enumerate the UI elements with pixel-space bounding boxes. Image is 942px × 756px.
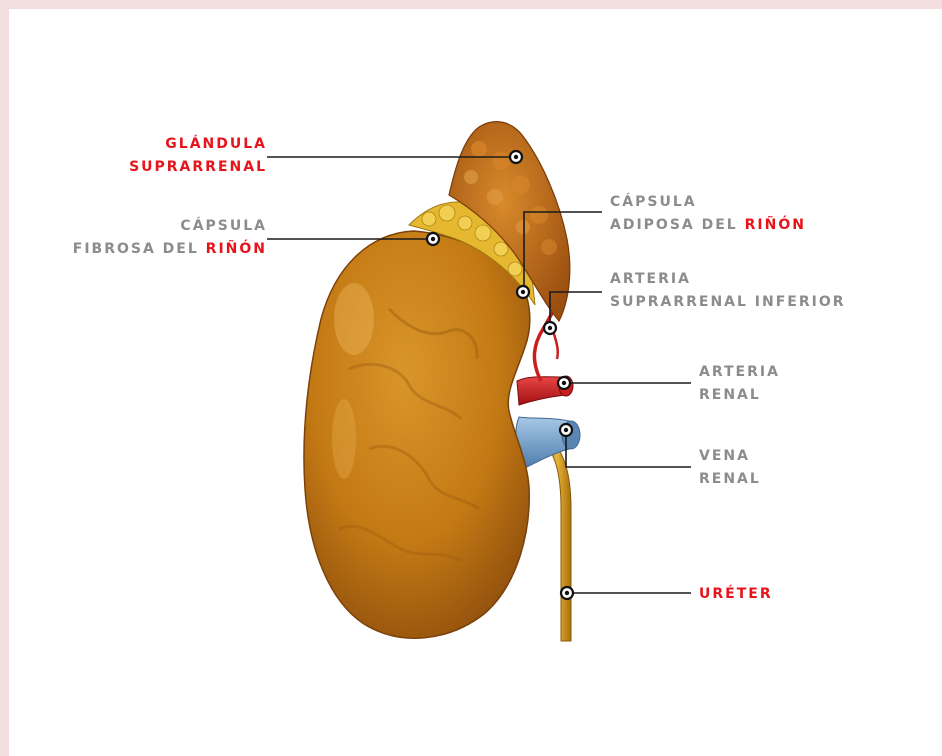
label-arteria-renal: ARTERIA RENAL [699, 361, 780, 407]
callout-dot-icon [558, 377, 570, 389]
label-capsula-fibrosa-line2: FIBROSA DEL RIÑÓN [73, 238, 267, 261]
callout-dot-icon [544, 322, 556, 334]
label-vena-renal: VENA RENAL [699, 445, 761, 491]
label-ureter-text: URÉTER [699, 583, 773, 606]
label-vena-renal-line2: RENAL [699, 468, 761, 491]
label-capsula-fibrosa: CÁPSULA FIBROSA DEL RIÑÓN [73, 215, 267, 261]
label-capsula-adiposa-line2: ADIPOSA DEL RIÑÓN [610, 214, 806, 237]
label-glandula-line2: SUPRARRENAL [129, 156, 267, 179]
label-arteria-renal-line2: RENAL [699, 384, 780, 407]
label-ureter: URÉTER [699, 583, 773, 606]
label-capsula-fibrosa-prefix: FIBROSA DEL [73, 241, 206, 257]
label-capsula-adiposa-prefix: ADIPOSA DEL [610, 217, 745, 233]
label-capsula-adiposa-highlight: RIÑÓN [745, 217, 806, 233]
kidney-body-illustration [304, 231, 530, 638]
label-glandula-line1: GLÁNDULA [129, 133, 267, 156]
callout-dot-icon [560, 424, 572, 436]
label-arteria-suprarrenal: ARTERIA SUPRARRENAL INFERIOR [610, 268, 846, 314]
callout-dot-icon [510, 151, 522, 163]
label-capsula-adiposa: CÁPSULA ADIPOSA DEL RIÑÓN [610, 191, 806, 237]
leader-vena-renal [566, 430, 691, 467]
label-capsula-fibrosa-line1: CÁPSULA [73, 215, 267, 238]
suprarenal-artery-illustration [534, 305, 557, 381]
label-arteria-supra-line2: SUPRARRENAL INFERIOR [610, 291, 846, 314]
label-arteria-supra-line1: ARTERIA [610, 268, 846, 291]
diagram-panel: GLÁNDULA SUPRARRENAL CÁPSULA FIBROSA DEL… [9, 9, 942, 756]
callout-dot-icon [427, 233, 439, 245]
label-vena-renal-line1: VENA [699, 445, 761, 468]
callout-dot-icon [561, 587, 573, 599]
label-glandula-suprarrenal: GLÁNDULA SUPRARRENAL [129, 133, 267, 179]
label-capsula-adiposa-line1: CÁPSULA [610, 191, 806, 214]
label-arteria-renal-line1: ARTERIA [699, 361, 780, 384]
label-capsula-fibrosa-highlight: RIÑÓN [206, 241, 267, 257]
kidney-illustration [9, 9, 942, 756]
callout-dot-icon [517, 286, 529, 298]
